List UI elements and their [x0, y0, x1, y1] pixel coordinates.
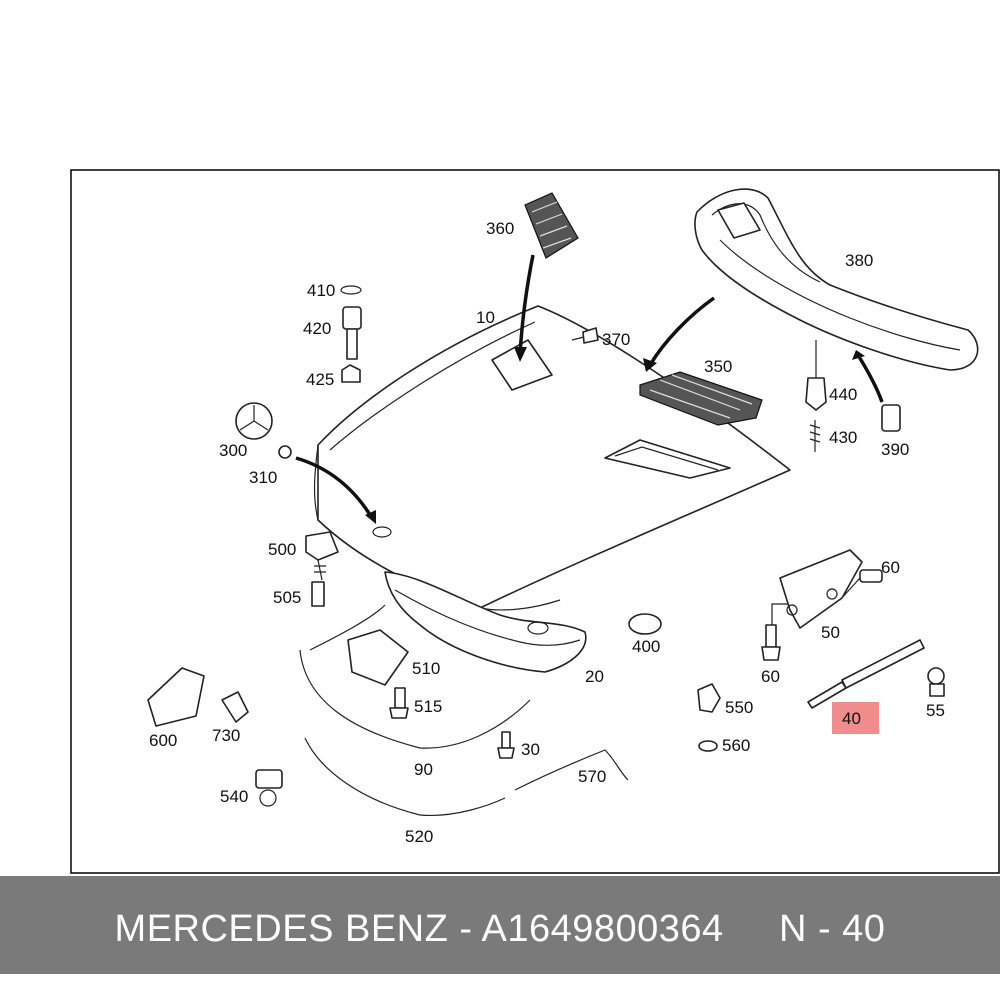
arrow-310 — [295, 456, 376, 524]
label-550: 550 — [725, 698, 753, 717]
cable-part-520 — [304, 737, 506, 817]
label-430: 430 — [829, 428, 857, 447]
leader-60-upper — [839, 577, 861, 601]
part-410 — [340, 285, 362, 295]
vent-grille-part-360 — [524, 192, 579, 259]
label-390: 390 — [881, 440, 909, 459]
label-410: 410 — [307, 281, 335, 300]
label-570: 570 — [578, 767, 606, 786]
part-430 — [809, 420, 821, 452]
label-310: 310 — [249, 468, 277, 487]
label-60-upper: 60 — [881, 558, 900, 577]
arrow-360 — [514, 254, 535, 362]
label-60-lower: 60 — [761, 667, 780, 686]
highlight-box-40 — [832, 702, 879, 734]
cowl-panel-part-380 — [694, 188, 979, 371]
arrow-390 — [852, 350, 884, 403]
label-440: 440 — [829, 385, 857, 404]
seal-part-90 — [299, 604, 531, 749]
vent-grille-part-350 — [639, 371, 763, 426]
label-20: 20 — [585, 667, 604, 686]
part-540 — [255, 769, 283, 807]
label-90: 90 — [414, 760, 433, 779]
part-505 — [311, 559, 326, 607]
label-350: 350 — [704, 357, 732, 376]
label-40: 40 — [842, 709, 861, 728]
label-360: 360 — [486, 219, 514, 238]
label-560: 560 — [722, 736, 750, 755]
part-420 — [342, 306, 362, 360]
label-380: 380 — [845, 251, 873, 270]
part-560 — [698, 740, 718, 752]
label-500: 500 — [268, 540, 296, 559]
part-310 — [278, 445, 292, 459]
label-505: 505 — [273, 588, 301, 607]
label-300: 300 — [219, 441, 247, 460]
bracket-part-600 — [147, 667, 205, 727]
label-425: 425 — [306, 370, 334, 389]
part-730 — [221, 691, 249, 723]
bolt-part-60-upper — [859, 569, 883, 583]
gas-strut-part-40 — [807, 639, 925, 709]
label-520: 520 — [405, 827, 433, 846]
label-515: 515 — [414, 697, 442, 716]
label-50: 50 — [821, 623, 840, 642]
latch-part-510 — [347, 629, 409, 686]
label-370: 370 — [602, 330, 630, 349]
label-600: 600 — [149, 731, 177, 750]
label-400: 400 — [632, 637, 660, 656]
part-30 — [497, 731, 515, 759]
footer-title: MERCEDES BENZ - A1649800364 N - 40 — [114, 908, 886, 950]
leader-60-lower — [771, 603, 788, 625]
part-425 — [341, 364, 361, 383]
part-515 — [389, 687, 409, 719]
label-10: 10 — [476, 308, 495, 327]
label-30: 30 — [521, 740, 540, 759]
emblem-part-300 — [235, 402, 273, 440]
hood-part-10 — [313, 305, 791, 611]
bolt-part-60-lower — [761, 624, 781, 661]
inner-panel-part-20 — [384, 571, 587, 673]
part-440 — [805, 377, 827, 411]
label-730: 730 — [212, 726, 240, 745]
cable-part-570 — [514, 749, 629, 791]
label-420: 420 — [303, 319, 331, 338]
footer-bar: MERCEDES BENZ - A1649800364 N - 40 — [0, 876, 1000, 974]
label-510: 510 — [412, 659, 440, 678]
label-55: 55 — [926, 701, 945, 720]
part-400 — [628, 613, 662, 635]
part-500 — [305, 531, 339, 561]
part-390 — [881, 404, 901, 432]
label-540: 540 — [220, 787, 248, 806]
arrow-350 — [643, 296, 716, 372]
part-550 — [697, 683, 721, 713]
part-370 — [571, 327, 599, 344]
ball-stud-part-55 — [927, 667, 945, 697]
